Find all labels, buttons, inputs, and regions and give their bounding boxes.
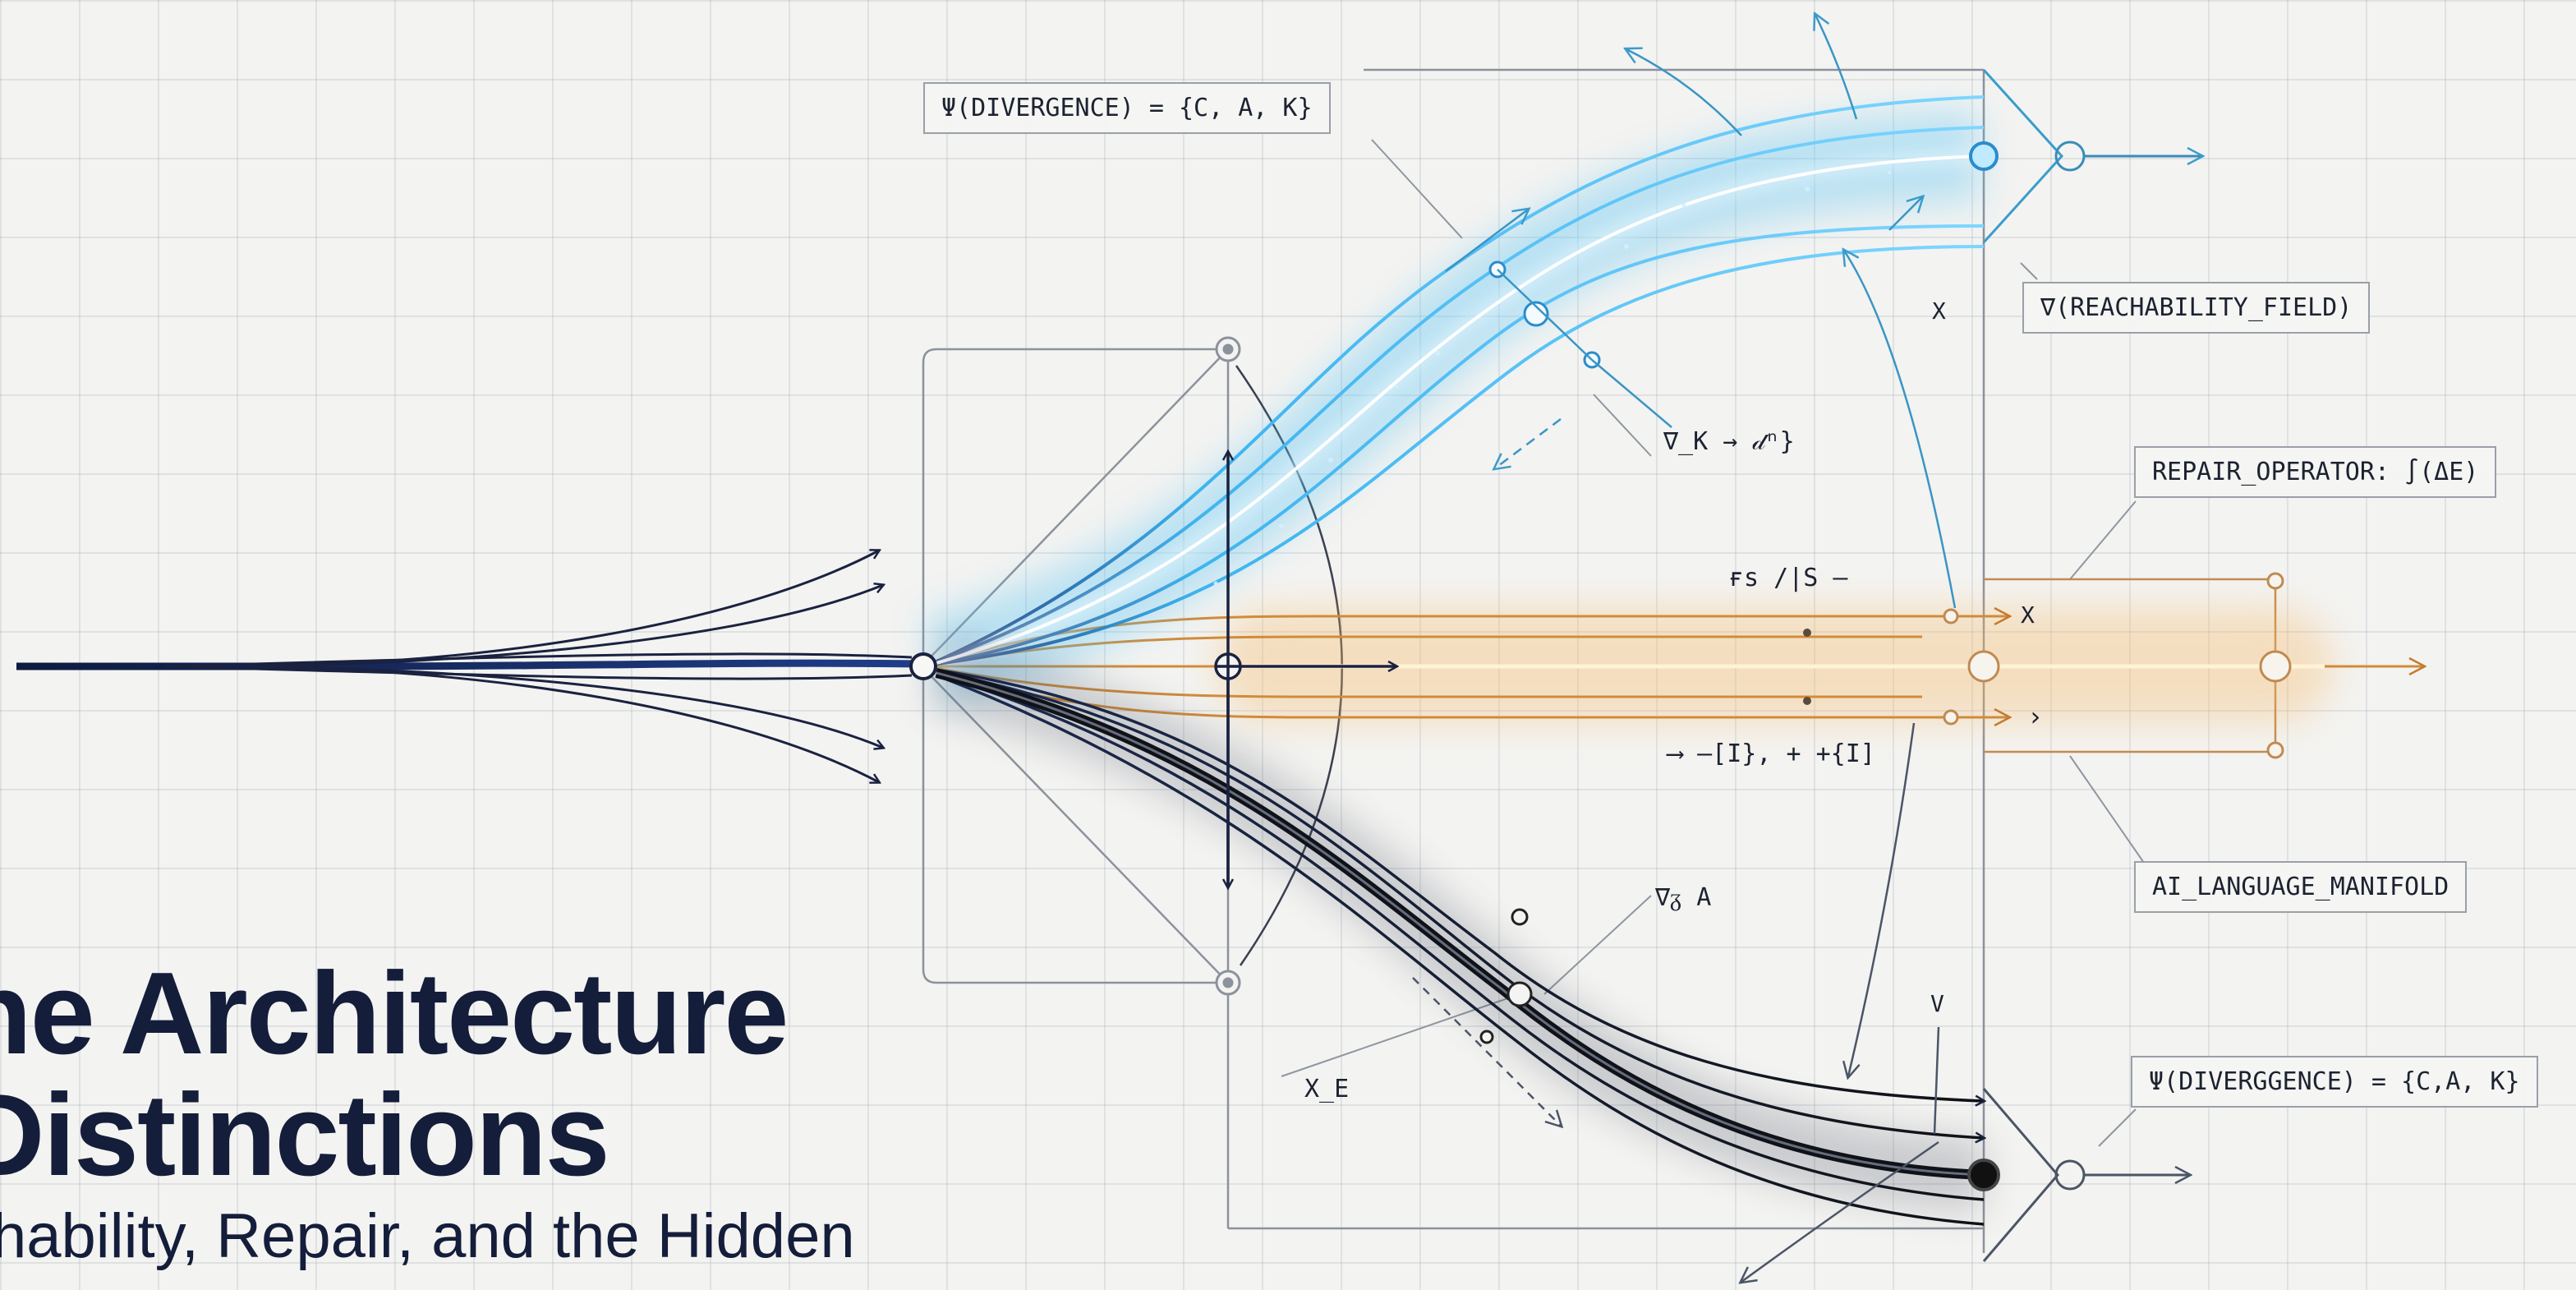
- convergent-stem: [16, 551, 937, 782]
- grad-a-annotation: ∇ᵹ A: [1655, 883, 1712, 912]
- reachability-field-label: ∇(REACHABILITY_FIELD): [2022, 282, 2371, 334]
- subtitle: chability, Repair, and the Hidden: [0, 1201, 855, 1271]
- fs-annotation: ғs /|S –: [1729, 564, 1848, 592]
- dark-stream: [927, 636, 2189, 1282]
- psi-divergence-label-top: Ψ(DIVERGENCE) = {C, A, K}: [923, 82, 1331, 134]
- repair-operator-label: REPAIR_OPERATOR: ∫(ΔE): [2134, 446, 2497, 498]
- v-annotation: V: [1930, 990, 1944, 1017]
- crosshair-axes: [1214, 452, 1396, 887]
- blue-stream: [923, 15, 2201, 705]
- title-block: ne Architecture Distinctions chability, …: [0, 953, 855, 1274]
- grad-k-annotation: ∇_K → 𝒹ⁿ}: [1663, 427, 1795, 456]
- arrow-mid-annotation: ›: [2027, 701, 2044, 732]
- psi-divergence-label-bottom: Ψ(DIVERGGENCE) = {C,A, K}: [2131, 1056, 2538, 1108]
- title-line-2: Distinctions: [0, 1070, 610, 1200]
- frame-nodes: [1215, 336, 1241, 996]
- x-upper-annotation: X: [1932, 297, 1946, 325]
- ai-language-manifold-label: AI_LANGUAGE_MANIFOLD: [2134, 861, 2468, 913]
- brackets-annotation: ⟶ –[I}, + +{I]: [1668, 739, 1875, 768]
- x-mid-annotation: X: [2021, 601, 2035, 629]
- title-line-1: ne Architecture: [0, 948, 789, 1079]
- x-e-annotation: X_E: [1304, 1075, 1350, 1103]
